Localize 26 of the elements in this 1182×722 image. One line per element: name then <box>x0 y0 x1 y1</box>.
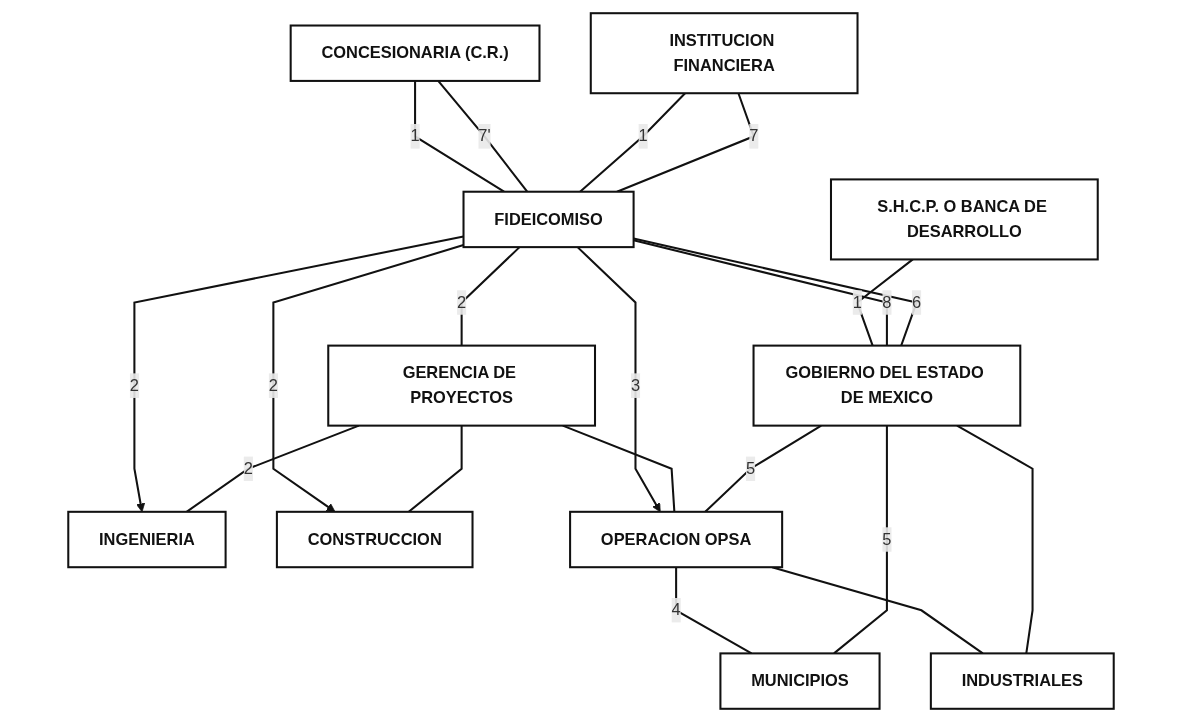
node-box: OPERACION OPSA <box>569 510 784 569</box>
edge-label: 5 <box>745 459 756 477</box>
node-box: GERENCIA DE PROYECTOS <box>327 344 597 427</box>
edge-label: 8 <box>882 293 892 311</box>
node-box: CONSTRUCCION <box>275 510 474 569</box>
node-box: MUNICIPIOS <box>719 652 881 710</box>
edge-label: 2 <box>129 376 139 394</box>
edge-label: 7 <box>749 127 759 145</box>
edge-label: 3 <box>630 376 641 394</box>
edge-label: 5 <box>882 530 892 548</box>
edge-label: 2 <box>243 459 253 477</box>
node-box: GOBIERNO DEL ESTADO DE MEXICO <box>752 344 1022 427</box>
node-box: INSTITUCION FINANCIERA <box>589 12 859 95</box>
edge-label: 2 <box>457 293 467 311</box>
edge-label: 7' <box>478 127 491 145</box>
edge-label: 1 <box>410 127 420 145</box>
node-box: INGENIERIA <box>67 510 227 569</box>
edge-label: 6 <box>912 293 922 311</box>
edge-label: 1 <box>638 127 648 145</box>
node-box: S.H.C.P. O BANCA DE DESARROLLO <box>829 178 1099 261</box>
node-box: FIDEICOMISO <box>462 190 635 249</box>
node-box: CONCESIONARIA (C.R.) <box>289 24 541 82</box>
edge-label: 2 <box>268 376 278 394</box>
node-box: INDUSTRIALES <box>929 652 1115 710</box>
edge-label: 4 <box>671 601 681 619</box>
edge-label: 1 <box>852 293 862 311</box>
